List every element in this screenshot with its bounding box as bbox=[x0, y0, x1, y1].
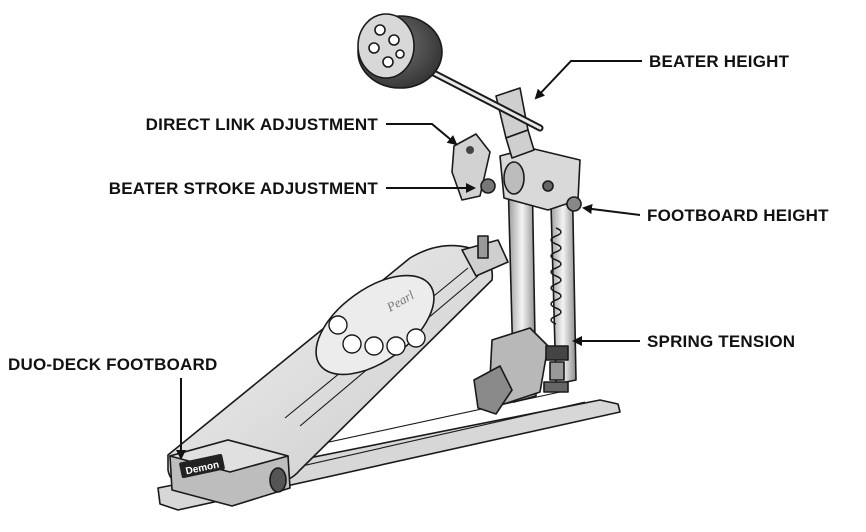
callout-lines bbox=[176, 60, 642, 460]
heel-logo-badge bbox=[179, 453, 225, 479]
beater-stroke-bolt bbox=[480, 178, 496, 194]
footboard-height-leader bbox=[582, 204, 641, 216]
beater-height-leader bbox=[534, 60, 642, 100]
spring-tension-nut bbox=[545, 345, 569, 361]
heel-cap bbox=[269, 467, 287, 493]
label-spring-tension: SPRING TENSION bbox=[647, 332, 795, 351]
bass-drum-pedal-illustration: Pearl Demon bbox=[157, 13, 621, 511]
label-duo-deck-footboard: DUO-DECK FOOTBOARD bbox=[8, 355, 217, 374]
direct-link-arm bbox=[451, 133, 491, 201]
footboard-height-bolt bbox=[566, 196, 582, 212]
wing-bolt bbox=[473, 365, 513, 415]
axle-hub bbox=[503, 161, 525, 195]
direct-link-leader bbox=[386, 123, 458, 146]
beater-head bbox=[357, 13, 443, 89]
label-beater-stroke-adjustment: BEATER STROKE ADJUSTMENT bbox=[109, 179, 379, 198]
label-direct-link-adjustment: DIRECT LINK ADJUSTMENT bbox=[146, 115, 379, 134]
label-footboard-height: FOOTBOARD HEIGHT bbox=[647, 206, 829, 225]
spring bbox=[550, 227, 562, 325]
footboard-holes bbox=[328, 315, 426, 356]
label-beater-height: BEATER HEIGHT bbox=[649, 52, 790, 71]
